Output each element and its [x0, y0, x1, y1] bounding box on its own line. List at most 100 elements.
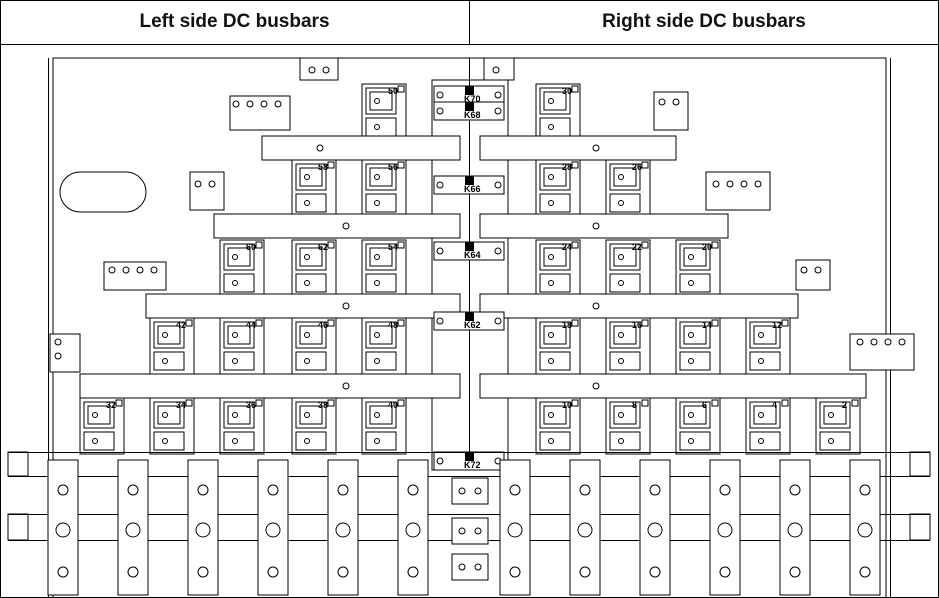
dc-busbar [145, 293, 461, 319]
center-terminal-block [451, 553, 489, 581]
busbar-body [479, 135, 677, 161]
power-module: 22 [605, 239, 651, 297]
bolt-hole [407, 484, 419, 496]
bolt-hole [136, 266, 144, 274]
bolt-hole [800, 266, 808, 274]
module-tab [397, 85, 405, 93]
power-module: 38 [291, 397, 337, 455]
module-tab [641, 399, 649, 407]
module-tab [397, 399, 405, 407]
module-terminal [609, 401, 641, 429]
module-terminal [539, 243, 571, 271]
bolt-hole [54, 338, 62, 346]
bolt-hole [649, 566, 661, 578]
module-terminal-inner [683, 405, 707, 425]
bolt-hole [688, 332, 694, 338]
bolt-hole [436, 457, 444, 465]
power-module: 40 [361, 397, 407, 455]
module-tab [851, 399, 859, 407]
bolt-hole [492, 66, 500, 74]
module-terminal-inner [227, 325, 251, 345]
module-label: 24 [562, 242, 572, 252]
power-module: 54 [361, 239, 407, 297]
busbar-mount-tab [705, 171, 771, 211]
bolt-hole [474, 563, 482, 571]
bolt-hole [374, 254, 380, 260]
busbar-body [479, 373, 867, 399]
mount-tab-body [299, 57, 339, 81]
power-module: 4 [745, 397, 791, 455]
module-label: 12 [772, 320, 782, 330]
bolt-hole [407, 566, 419, 578]
busbar-mount-tab [795, 259, 831, 291]
module-terminal [539, 163, 571, 191]
bolt-hole [592, 222, 600, 230]
bolt-hole [232, 412, 238, 418]
module-terminal [365, 163, 397, 191]
module-lower [365, 273, 397, 293]
power-module: 46 [291, 317, 337, 375]
bolt-hole [232, 100, 240, 108]
busbar-body [479, 213, 729, 239]
module-body [745, 397, 791, 455]
module-tab [115, 399, 123, 407]
bolt-hole [618, 438, 624, 444]
module-lower [83, 431, 115, 451]
bolt-hole [789, 484, 801, 496]
bolt-hole [260, 100, 268, 108]
connector-node [465, 312, 474, 321]
bolt-hole [577, 522, 593, 538]
bolt-hole [458, 563, 466, 571]
busbar-mount-tab [189, 171, 225, 211]
module-terminal [365, 243, 397, 271]
busbar-body [145, 293, 461, 319]
module-label: 20 [702, 242, 712, 252]
module-terminal-inner [613, 247, 637, 267]
module-terminal-inner [299, 247, 323, 267]
bolt-hole [150, 266, 158, 274]
bolt-hole [267, 566, 279, 578]
bolt-hole [740, 180, 748, 188]
bolt-hole [304, 174, 310, 180]
module-terminal [365, 87, 397, 115]
bolt-hole [509, 566, 521, 578]
module-tab [781, 319, 789, 327]
module-tab [397, 319, 405, 327]
bolt-hole [436, 107, 444, 115]
busbar-group [49, 57, 915, 399]
power-module: 44 [219, 317, 265, 375]
connector-node [465, 452, 474, 461]
bolt-hole [884, 338, 892, 346]
module-label: 46 [318, 320, 328, 330]
module-terminal-inner [369, 247, 393, 267]
module-lower [295, 273, 327, 293]
dc-busbar [213, 213, 461, 239]
module-body [745, 317, 791, 375]
bolt-hole [494, 91, 502, 99]
power-module: 24 [535, 239, 581, 297]
module-terminal [295, 401, 327, 429]
connector-node [465, 242, 474, 251]
center-terminal-block [451, 477, 489, 505]
connector-label: K68 [464, 110, 481, 120]
bolt-hole [579, 566, 591, 578]
module-terminal [679, 401, 711, 429]
module-label: 32 [106, 400, 116, 410]
power-module: 16 [605, 317, 651, 375]
module-terminal-inner [157, 325, 181, 345]
module-label: 58 [318, 162, 328, 172]
module-tab [327, 399, 335, 407]
bolt-hole [719, 566, 731, 578]
bolt-hole [857, 522, 873, 538]
bolt-hole [719, 484, 731, 496]
dc-busbar [261, 135, 461, 161]
module-lower [539, 273, 571, 293]
power-module: 62 [291, 239, 337, 297]
bolt-hole [304, 254, 310, 260]
bolt-hole [474, 487, 482, 495]
mount-tab-body [103, 261, 167, 291]
bolt-hole [197, 484, 209, 496]
module-terminal-inner [613, 325, 637, 345]
bolt-hole [494, 181, 502, 189]
terminal-lug [47, 459, 79, 596]
